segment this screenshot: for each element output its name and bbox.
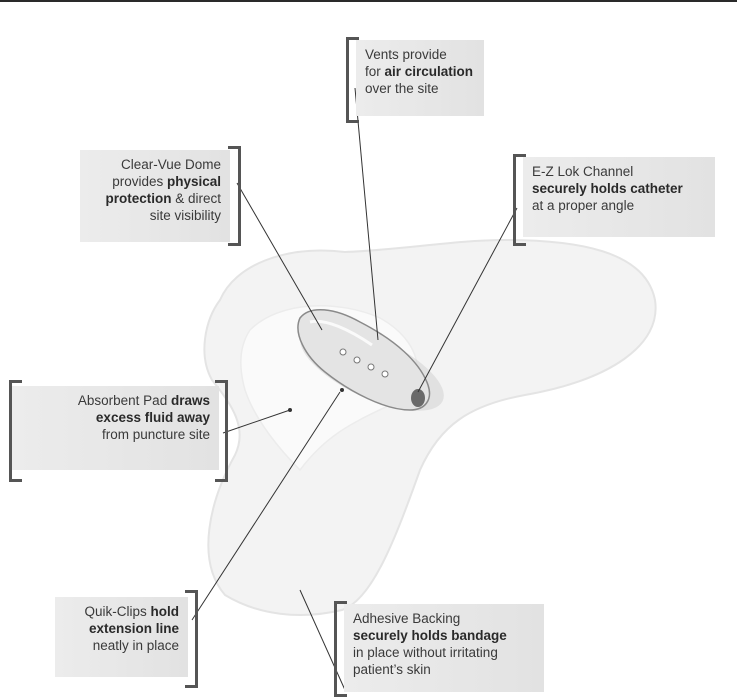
callout-line: securely holds catheter	[532, 181, 683, 196]
leader-dot	[340, 388, 344, 392]
callout-line: at a proper angle	[532, 198, 635, 213]
callout-channel: E-Z Lok Channel securely holds catheter …	[523, 157, 715, 237]
callout-line: site visibility	[149, 208, 221, 223]
callout-line: excess fluid away	[95, 410, 210, 425]
callout-dome: Clear-Vue Dome provides physical protect…	[80, 150, 230, 242]
ez-lok-channel-shape	[411, 389, 425, 407]
bracket-vents	[346, 37, 359, 123]
callout-line: Absorbent Pad draws	[77, 393, 210, 408]
callout-backing: Adhesive Backing securely holds bandage …	[344, 604, 544, 692]
top-rule	[0, 0, 737, 2]
callout-line: Quik-Clips hold	[84, 604, 179, 619]
callout-line: Clear-Vue Dome	[120, 157, 221, 172]
bracket-pad	[9, 380, 22, 482]
leader-clips	[191, 391, 341, 621]
leader-pad	[222, 409, 291, 434]
dome-highlight	[309, 319, 373, 347]
leader-channel	[417, 207, 518, 393]
callout-line: in place without irritating	[353, 645, 498, 660]
callout-line: E-Z Lok Channel	[532, 164, 634, 179]
callout-vents: Vents provide for air circulation over t…	[356, 40, 484, 116]
bracket-channel	[513, 154, 526, 246]
leader-dome	[236, 182, 323, 331]
vent-hole	[367, 363, 375, 371]
callout-pad: Absorbent Pad draws excess fluid away fr…	[12, 386, 219, 470]
callout-line: protection & direct	[105, 191, 221, 206]
vent-hole	[339, 348, 347, 356]
callout-clips: Quik-Clips hold extension line neatly in…	[55, 597, 188, 677]
callout-line: for air circulation	[365, 64, 474, 79]
clear-vue-dome-shape	[297, 308, 431, 411]
callout-line: from puncture site	[101, 427, 210, 442]
leader-dot	[288, 408, 292, 412]
callout-line: over the site	[365, 81, 439, 96]
leader-vents	[354, 87, 379, 341]
callout-line: securely holds bandage	[353, 628, 507, 643]
vent-hole	[353, 356, 361, 364]
bracket-dome	[228, 146, 241, 246]
leader-backing	[299, 589, 346, 691]
bracket-clips	[185, 590, 198, 688]
callout-line: Vents provide	[365, 47, 447, 62]
bracket-pad-right	[215, 380, 228, 482]
vent-hole	[381, 370, 389, 378]
callout-line: patient’s skin	[353, 662, 431, 677]
callout-line: Adhesive Backing	[353, 611, 461, 626]
callout-line: neatly in place	[92, 638, 179, 653]
callout-line: extension line	[88, 621, 179, 636]
callout-line: provides physical	[112, 174, 221, 189]
